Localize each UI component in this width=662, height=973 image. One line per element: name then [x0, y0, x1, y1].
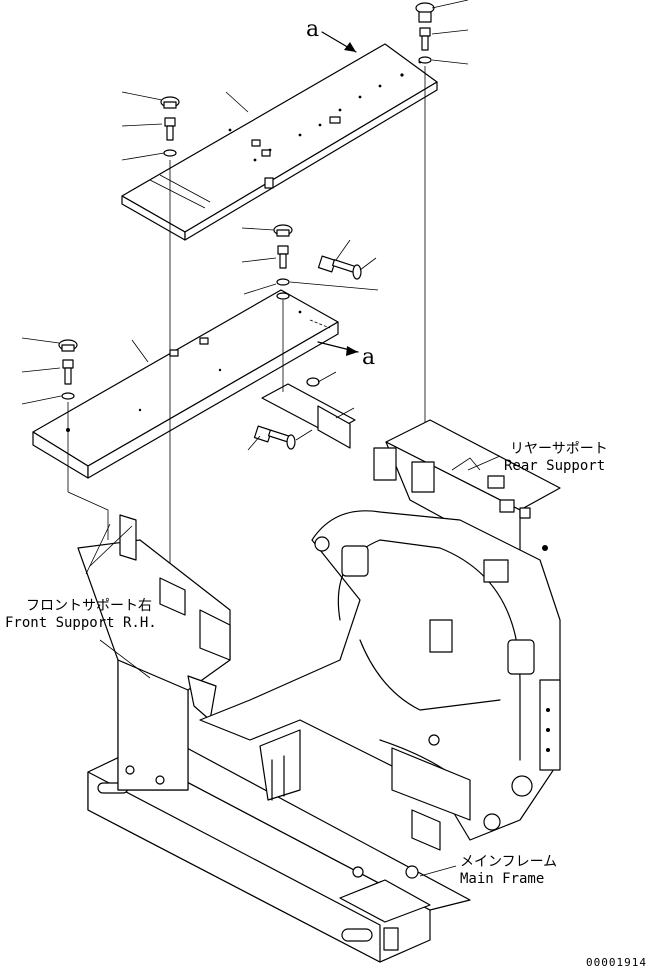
arrow-a-mid: [317, 341, 359, 356]
rear-support: [373, 419, 561, 561]
rear-support-label-en: Rear Support: [504, 458, 605, 474]
rear-support-label-jp: リヤーサポート: [510, 441, 608, 457]
main-frame-label-en: Main Frame: [460, 871, 544, 887]
front-support-label-en: Front Support R.H.: [5, 615, 157, 631]
label-a-top: a: [306, 17, 319, 42]
alignment-lines: [67, 66, 426, 585]
horizontal-bolt-lower: [247, 425, 313, 451]
label-a-mid: a: [362, 345, 375, 370]
mid-bracket: [261, 371, 356, 449]
drawing-number: 00001914: [586, 956, 647, 969]
horizontal-bolt-upper: [317, 239, 377, 280]
label-leaders: [85, 91, 501, 877]
fastener-set-upper-left: [121, 91, 180, 161]
fastener-set-top-right: [415, 0, 469, 65]
main-frame-label-jp: メインフレーム: [460, 854, 557, 870]
lower-cover-plate: [32, 289, 339, 479]
arrow-a-top: [321, 31, 357, 53]
main-frame: [77, 510, 561, 963]
front-support-label-jp: フロントサポート右: [26, 598, 152, 614]
fastener-set-lower-left: [21, 337, 78, 405]
upper-cover-plate: [121, 43, 438, 241]
fastener-set-center: [241, 224, 379, 300]
